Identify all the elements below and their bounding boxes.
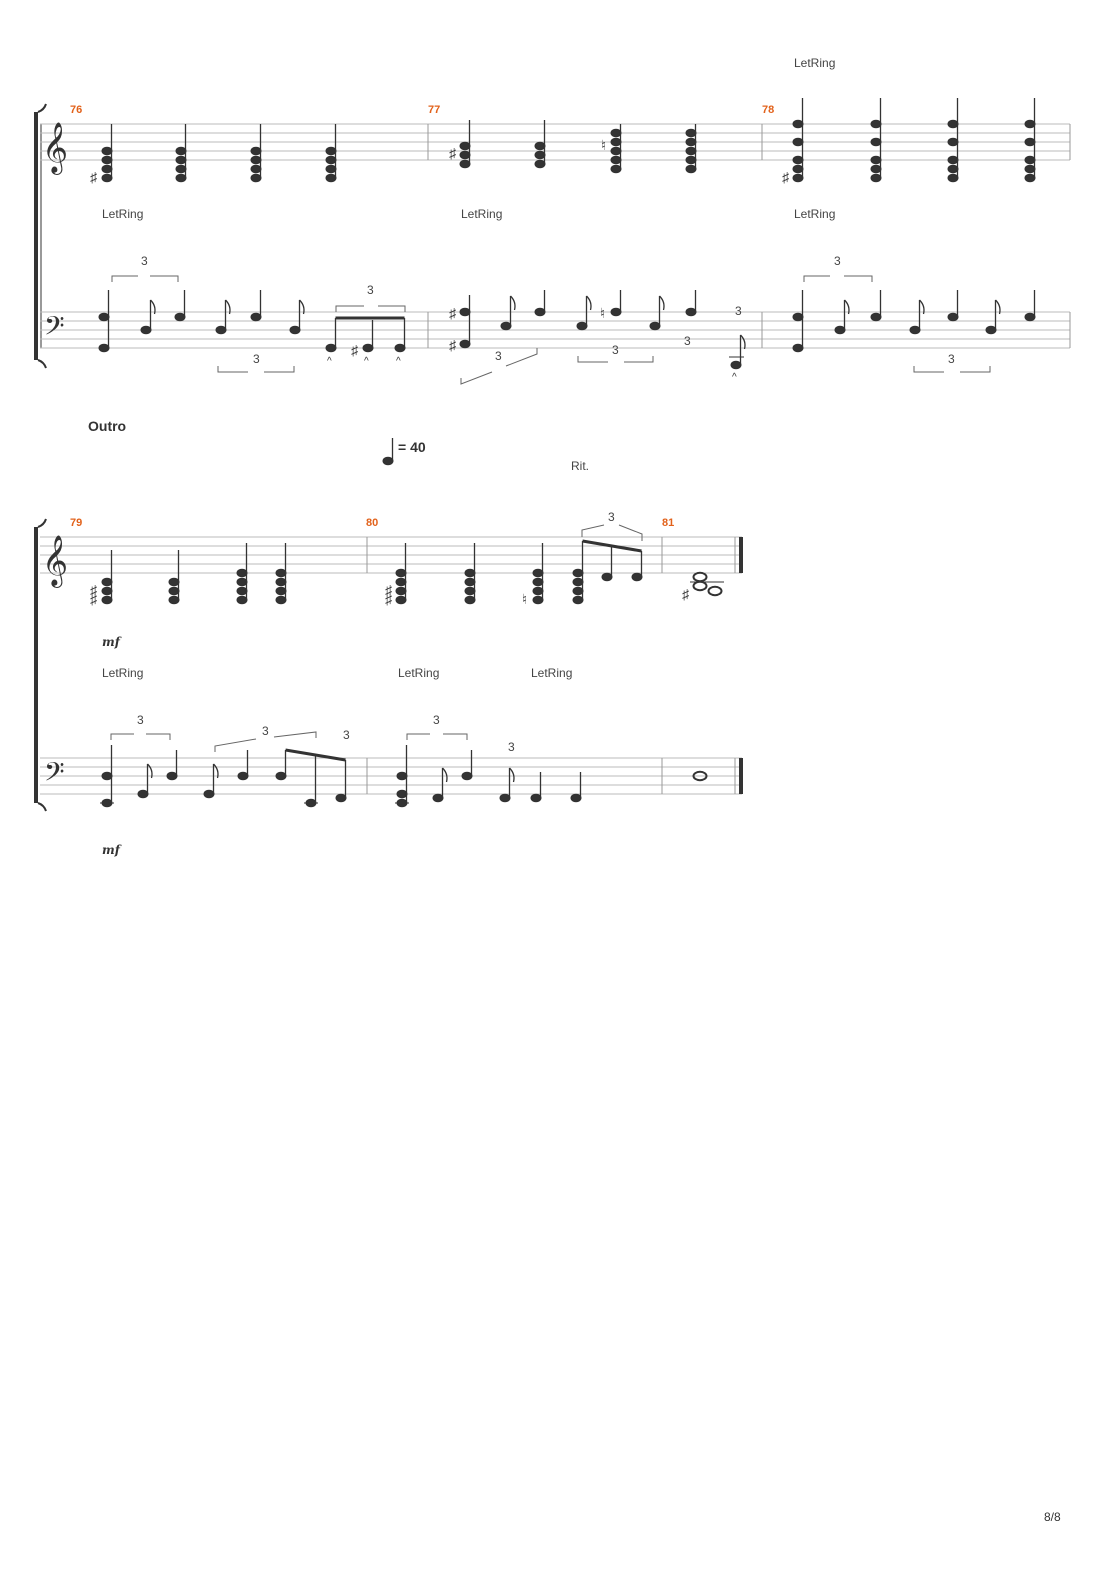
tuplet-number: 3 — [608, 510, 615, 524]
system-2-bracket — [34, 518, 47, 812]
page-number: 8/8 — [1044, 1510, 1061, 1524]
svg-text:♮: ♮ — [600, 305, 605, 321]
tuplet-number: 3 — [253, 352, 260, 366]
let-ring-label: LetRing — [461, 207, 503, 221]
chord — [250, 124, 262, 183]
tuplet-number: 3 — [433, 713, 440, 727]
let-ring-label: LetRing — [398, 666, 440, 680]
bass-clef-icon: 𝄢 — [44, 310, 65, 348]
svg-text:♯: ♯ — [90, 582, 98, 598]
system-2-treble-staff — [40, 536, 742, 574]
let-ring-label: LetRing — [531, 666, 573, 680]
svg-text:^: ^ — [732, 372, 737, 383]
tuplet-number: 3 — [343, 728, 350, 742]
svg-text:♮: ♮ — [601, 137, 606, 153]
chord — [325, 124, 337, 183]
system-1-bass-staff — [40, 311, 1070, 349]
svg-text:♯: ♯ — [385, 582, 393, 598]
tuplet-number: 3 — [262, 724, 269, 738]
tuplet-number: 3 — [684, 334, 691, 348]
bass-clef-icon: 𝄢 — [44, 756, 65, 794]
svg-text:♯: ♯ — [682, 586, 690, 602]
svg-text:^: ^ — [364, 356, 369, 367]
tuplet-number: 3 — [137, 713, 144, 727]
system-2-bass-staff — [40, 757, 742, 795]
treble-clef-icon: 𝄞 — [42, 122, 68, 175]
chord — [870, 98, 882, 183]
system-2-tuplet-brackets — [110, 524, 643, 752]
svg-text:^: ^ — [327, 356, 332, 367]
let-ring-label: LetRing — [794, 207, 836, 221]
section-label: Outro — [88, 418, 127, 434]
measure-number: 76 — [70, 104, 83, 116]
svg-text:♯: ♯ — [90, 591, 98, 607]
svg-text:^: ^ — [396, 356, 401, 367]
chord: ♯ — [90, 124, 113, 185]
ritardando-label: Rit. — [571, 459, 589, 473]
tuplet-number: 3 — [735, 304, 742, 318]
system-1-treble-staff — [40, 123, 1070, 161]
treble-clef-icon: 𝄞 — [42, 535, 68, 588]
tuplet-number: 3 — [834, 254, 841, 268]
system-1-bracket — [34, 103, 47, 369]
chord: ♯ — [449, 120, 471, 169]
whole-chord: ♯ — [682, 571, 724, 602]
svg-text:♯: ♯ — [782, 169, 790, 185]
tuplet-number: 3 — [367, 283, 374, 297]
svg-text:♮: ♮ — [522, 591, 527, 607]
final-barline — [739, 537, 743, 794]
system-2-bass-notes — [100, 745, 708, 808]
chord — [1024, 98, 1036, 183]
chord: ♮ — [601, 124, 622, 174]
tempo-marking: = 40 — [398, 439, 426, 455]
tuplet-number: 3 — [495, 349, 502, 363]
system-2-treble-notes: ♯♯ ♯♯ ♮ ♯ — [90, 539, 724, 607]
chord — [534, 120, 546, 169]
dynamic-marking: mf — [102, 635, 120, 649]
let-ring-label: LetRing — [794, 56, 836, 70]
dynamic-marking: mf — [102, 843, 120, 857]
measure-number: 79 — [70, 517, 83, 529]
chord — [947, 98, 959, 183]
measure-number: 78 — [762, 104, 775, 116]
svg-text:♯: ♯ — [449, 145, 457, 161]
svg-text:♯: ♯ — [351, 342, 359, 358]
svg-text:♯: ♯ — [449, 305, 457, 321]
svg-text:♯: ♯ — [385, 591, 393, 607]
chord: ♯ — [782, 98, 804, 185]
let-ring-label: LetRing — [102, 666, 144, 680]
measure-number: 77 — [428, 104, 441, 116]
measure-number: 80 — [366, 517, 379, 529]
system-1-barlines — [427, 124, 1071, 348]
tuplet-number: 3 — [508, 740, 515, 754]
system-1-treble-notes: ♯ ♯ ♮ ♯ — [90, 98, 1036, 185]
measure-number: 81 — [662, 517, 675, 529]
chord — [175, 124, 187, 183]
svg-text:♯: ♯ — [90, 169, 98, 185]
tuplet-number: 3 — [948, 352, 955, 366]
system-2-barlines — [366, 537, 736, 794]
chord — [685, 124, 697, 174]
system-1-tuplet-brackets — [111, 275, 991, 385]
tempo-note-icon — [382, 438, 394, 466]
svg-text:♯: ♯ — [449, 337, 457, 353]
tuplet-number: 3 — [612, 343, 619, 357]
let-ring-label: LetRing — [102, 207, 144, 221]
tuplet-number: 3 — [141, 254, 148, 268]
system-1-bass-notes: ♯ ^ ^ ^ ♯ ♯ ♮ ^ — [98, 290, 1036, 383]
